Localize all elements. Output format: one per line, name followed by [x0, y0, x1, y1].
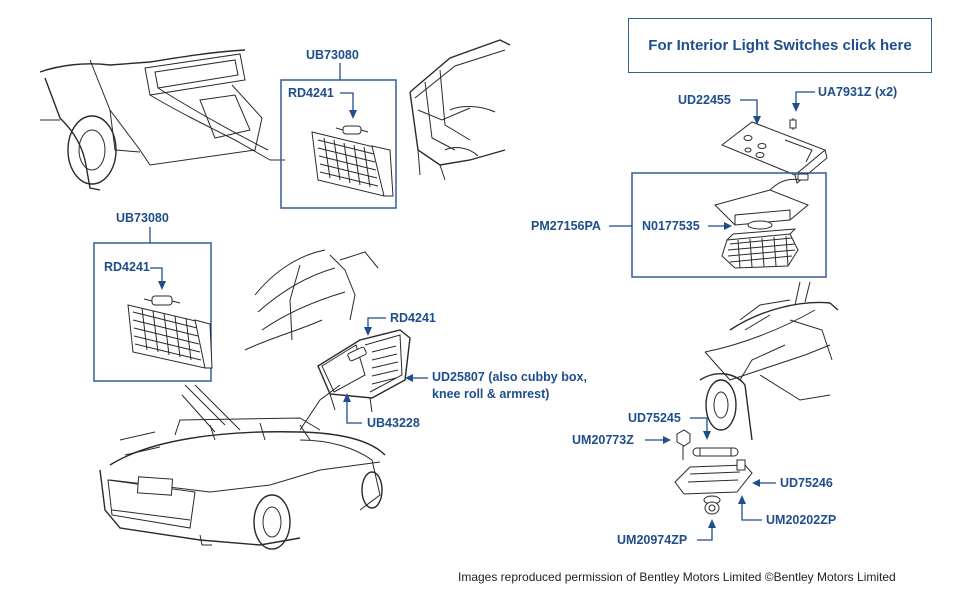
label-ua7931z: UA7931Z (x2) — [818, 85, 898, 99]
label-um20974zp: UM20974ZP — [617, 533, 688, 547]
boot-lamp-top — [311, 125, 394, 197]
label-ub73080-top: UB73080 — [306, 48, 359, 62]
interior-light-switches-link[interactable]: For Interior Light Switches click here — [628, 18, 932, 73]
label-rd4241-mid: RD4241 — [390, 311, 436, 325]
interior-lamp-illustration — [714, 173, 809, 269]
label-ub73080-left: UB73080 — [116, 211, 169, 225]
number-plate-lamp-illustration — [674, 429, 753, 515]
label-ud25807: UD25807 (also cubby box, knee roll & arm… — [432, 370, 587, 401]
label-um20202zp: UM20202ZP — [766, 513, 837, 527]
boot-interior-illustration — [409, 39, 511, 181]
label-n0177535: N0177535 — [642, 219, 700, 233]
boot-open-illustration — [39, 49, 285, 191]
convertible-illustration — [99, 384, 386, 550]
boot-lamp-left — [127, 295, 213, 369]
label-ud22455: UD22455 — [678, 93, 731, 107]
lamp-box-top — [280, 79, 397, 209]
saloon-rear-illustration — [699, 281, 839, 441]
label-rd4241-left: RD4241 — [104, 260, 150, 274]
glovebox-illustration — [244, 249, 411, 413]
label-rd4241-top: RD4241 — [288, 86, 334, 100]
leader-lines — [149, 63, 815, 541]
label-ud75246: UD75246 — [780, 476, 833, 490]
label-ud75245: UD75245 — [628, 411, 681, 425]
label-ub43228: UB43228 — [367, 416, 420, 430]
label-pm27156pa: PM27156PA — [531, 219, 601, 233]
lamp-box-left — [93, 242, 212, 382]
copyright-credit: Images reproduced permission of Bentley … — [458, 570, 896, 584]
label-um20773z: UM20773Z — [572, 433, 634, 447]
lamp-box-right — [631, 172, 827, 278]
